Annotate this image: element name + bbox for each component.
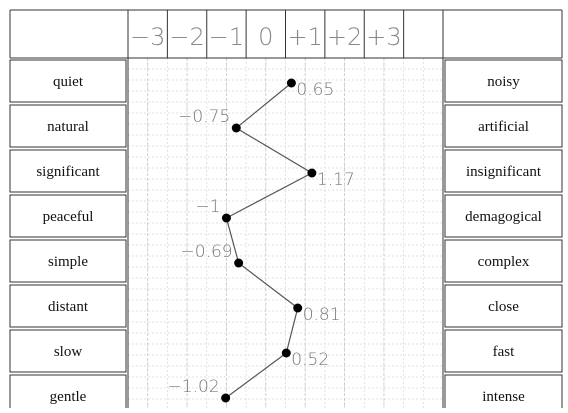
data-label-significant: 1.17 [317,170,355,190]
data-label-natural: −0.75 [178,107,230,127]
frame [9,9,563,408]
left-adjective-box [9,194,127,238]
right-adjective-box [444,374,563,413]
data-point-peaceful [221,213,231,223]
left-adjective-box [9,59,127,103]
right-adjective-demagogical: demagogical [465,209,542,225]
data-point-simple [234,258,244,268]
data-point-significant [307,168,317,178]
profile-line-group [225,82,314,399]
data-label-simple: −0.69 [181,242,233,262]
left-adjective-simple: simple [48,254,88,270]
right-adjective-box [444,59,563,103]
left-adjective-gentle: gentle [50,389,87,405]
left-adjective-box [9,284,127,328]
right-adjective-box [444,329,563,373]
scale-tick-label: +2 [327,23,362,51]
data-label-quiet: 0.65 [296,80,334,100]
left-adjective-box [9,149,127,193]
right-adjective-intense: intense [482,389,525,405]
data-label-gentle: −1.02 [168,377,220,397]
data-point-distant [293,303,303,313]
left-adjective-box [9,104,127,148]
data-point-slow [281,348,291,358]
profile-line [225,82,314,399]
scale-tick-label: −1 [209,23,244,51]
scale-tick-label: −2 [169,23,204,51]
right-adjective-box [444,284,563,328]
scale-tick-label: −3 [130,23,165,51]
right-adjective-box [444,104,563,148]
scale-tick-label: +1 [287,23,322,51]
left-adjective-natural: natural [47,119,89,135]
right-adjective-fast: fast [493,344,515,360]
left-adjective-slow: slow [54,344,83,360]
data-label-slow: 0.52 [291,350,329,370]
data-labels: 0.65 −0.75 1.17 −1 −0.69 0.81 0.52 −1.02 [168,80,355,397]
grid [127,58,444,408]
right-adjectives: noisy artificial insignificant demagogical c… [444,59,563,413]
left-adjective-box [9,239,127,283]
right-adjective-box [444,194,563,238]
left-adjective-box [9,329,127,373]
left-adjective-quiet: quiet [53,74,84,90]
scale-ticks: −3−2−1 0 +1+2+3 [130,23,402,51]
data-point-gentle [221,393,231,403]
right-adjective-box [444,239,563,283]
scale-tick-label: 0 [258,23,273,51]
data-points [221,78,317,403]
scale-tick-label: +3 [366,23,401,51]
right-adjective-box [444,149,563,193]
left-adjectives: quiet natural significant peaceful simple dis… [9,59,127,413]
data-label-peaceful: −1 [195,197,220,217]
right-adjective-insignificant: insignificant [466,164,542,180]
left-adjective-box [9,374,127,413]
right-adjective-artificial: artificial [478,119,529,135]
data-point-natural [231,123,241,133]
left-adjective-distant: distant [48,299,89,315]
data-point-quiet [286,78,296,88]
right-adjective-complex: complex [478,254,530,270]
data-label-distant: 0.81 [303,305,341,325]
right-adjective-noisy: noisy [487,74,520,90]
left-adjective-peaceful: peaceful [43,209,94,225]
right-adjective-close: close [488,299,519,315]
left-adjective-significant: significant [36,164,100,180]
